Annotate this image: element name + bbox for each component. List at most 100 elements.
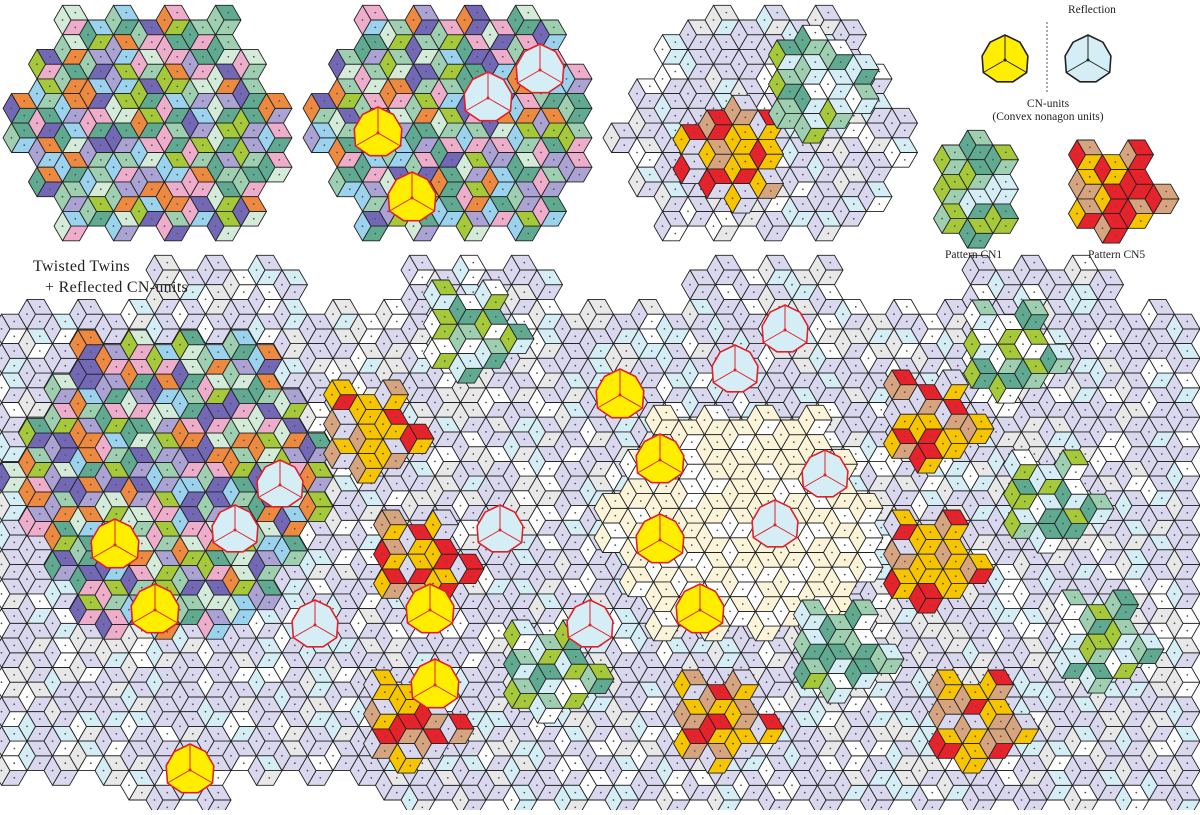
tile-dot [90, 321, 92, 323]
tile-dot [498, 777, 500, 779]
tile-dot [1102, 169, 1104, 171]
tile-dot [578, 85, 580, 87]
tile-dot [100, 85, 102, 87]
tile-dot [562, 770, 564, 772]
tile-dot [358, 534, 360, 536]
tile-dot [802, 203, 804, 205]
tile-dot [141, 792, 143, 794]
tile-dot [253, 130, 255, 132]
tile-dot [498, 556, 500, 558]
tile-dot [396, 335, 398, 337]
tile-dot [396, 615, 398, 617]
tile-dot [87, 152, 89, 154]
tile-dot [294, 586, 296, 588]
tile-dot [511, 357, 513, 359]
tile-dot [202, 203, 204, 205]
tile-dot [476, 188, 478, 190]
tile-dot [176, 12, 178, 14]
tile-dot [13, 409, 15, 411]
tile-dot [256, 711, 258, 713]
tile-dot [853, 130, 855, 132]
tile-dot [502, 71, 504, 73]
tile-dot [434, 490, 436, 492]
tile-dot [421, 409, 423, 411]
tile-dot [827, 233, 829, 235]
tile-dot [192, 277, 194, 279]
tile-dot [770, 131, 772, 133]
tile-dot [527, 12, 529, 14]
tile-dot [383, 490, 385, 492]
tile-dot [362, 78, 364, 80]
tile-dot [421, 380, 423, 382]
tile-dot [294, 277, 296, 279]
tile-dot [100, 174, 102, 176]
tile-dot [39, 659, 41, 661]
tile-dot [625, 674, 627, 676]
tile-dot [464, 196, 466, 198]
tile-dot [103, 681, 105, 683]
tile-dot [587, 461, 589, 463]
tile-dot [523, 748, 525, 750]
tile-dot [515, 137, 517, 139]
tile-dot [713, 78, 715, 80]
tile-dot [891, 122, 893, 124]
tile-dot [39, 380, 41, 382]
tile-dot [421, 645, 423, 647]
tile-dot [498, 718, 500, 720]
tile-dot [713, 225, 715, 227]
tile-dot [967, 232, 969, 234]
tile-dot [176, 174, 178, 176]
tile-dot [323, 115, 325, 117]
tile-dot [613, 799, 615, 801]
tile-dot [358, 593, 360, 595]
tile-dot [409, 681, 411, 683]
tile-dot [485, 372, 487, 374]
tile-dot [536, 578, 538, 580]
tile-dot [319, 527, 321, 529]
tile-dot [447, 468, 449, 470]
tile-dot [128, 784, 130, 786]
tile-dot [549, 335, 551, 337]
tile-dot [138, 34, 140, 36]
tile-dot [154, 328, 156, 330]
tile-dot [125, 174, 127, 176]
tile-dot [472, 600, 474, 602]
tile-dot [307, 740, 309, 742]
tile-dot [1, 711, 3, 713]
tile-dot [13, 424, 15, 426]
tile-dot [166, 645, 168, 647]
tile-dot [1, 593, 3, 595]
tile-dot [865, 61, 867, 63]
tile-dot [128, 313, 130, 315]
tile-dot [425, 85, 427, 87]
tile-dot [215, 137, 217, 139]
tile-dot [100, 188, 102, 190]
tile-dot [536, 726, 538, 728]
tile-dot [840, 105, 842, 107]
tile-dot [128, 726, 130, 728]
tile-dot [103, 652, 105, 654]
tile-dot [1, 328, 3, 330]
tile-dot [358, 652, 360, 654]
tile-dot [776, 113, 778, 115]
tile-dot [776, 83, 778, 85]
tile-dot [370, 527, 372, 529]
tile-dot [36, 181, 38, 183]
tile-dot [358, 328, 360, 330]
tile-dot [192, 733, 194, 735]
tile-dot [294, 733, 296, 735]
top-diagram-1 [3, 5, 292, 241]
tile-dot [387, 93, 389, 95]
tile-dot [332, 549, 334, 551]
tile-dot [39, 762, 41, 764]
tile-dot [476, 41, 478, 43]
tile-dot [13, 365, 15, 367]
tile-dot [574, 733, 576, 735]
tile-dot [562, 328, 564, 330]
tile-dot [217, 718, 219, 720]
tile-dot [74, 130, 76, 132]
tile-dot [536, 549, 538, 551]
tile-dot [1114, 161, 1116, 163]
tile-dot [681, 139, 683, 141]
tile-dot [776, 218, 778, 220]
